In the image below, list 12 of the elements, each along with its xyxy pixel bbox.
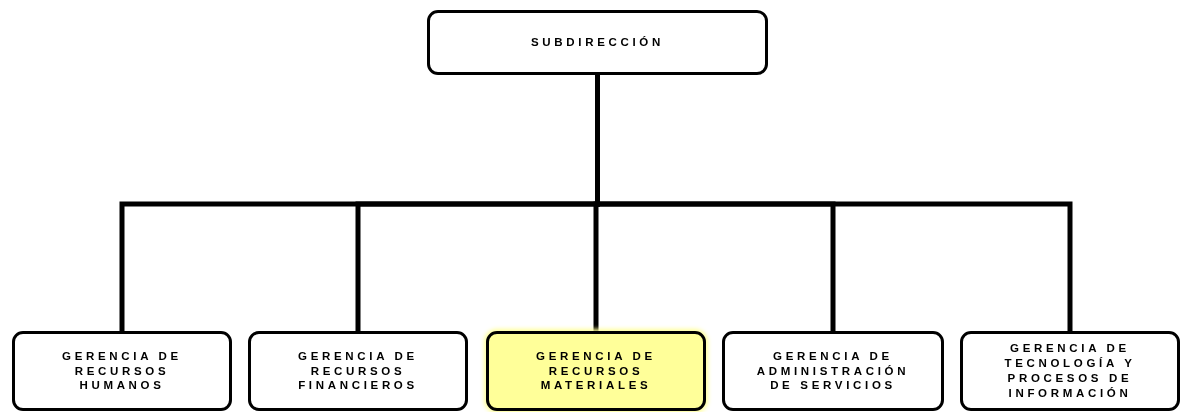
org-box: [12, 331, 232, 411]
box-title: GERENCIA DE RECURSOS MATERIALES: [535, 348, 657, 394]
org-box: [960, 331, 1180, 411]
box-title: GERENCIA DE RECURSOS HUMANOS: [61, 348, 183, 394]
org-box: [248, 331, 468, 411]
org-box: [427, 10, 768, 75]
org-box: [722, 331, 944, 411]
box-title: GERENCIA DE ADMINISTRACIÓN DE SERVICIOS: [755, 348, 911, 394]
org-box: [486, 331, 706, 411]
box-title: GERENCIA DE RECURSOS FINANCIEROS: [297, 348, 419, 394]
box-title: GERENCIA DE TECNOLOGÍA Y PROCESOS DE INFORMACIÓN: [1003, 341, 1137, 401]
box-title: SUBDIRECCIÓN: [531, 35, 664, 50]
